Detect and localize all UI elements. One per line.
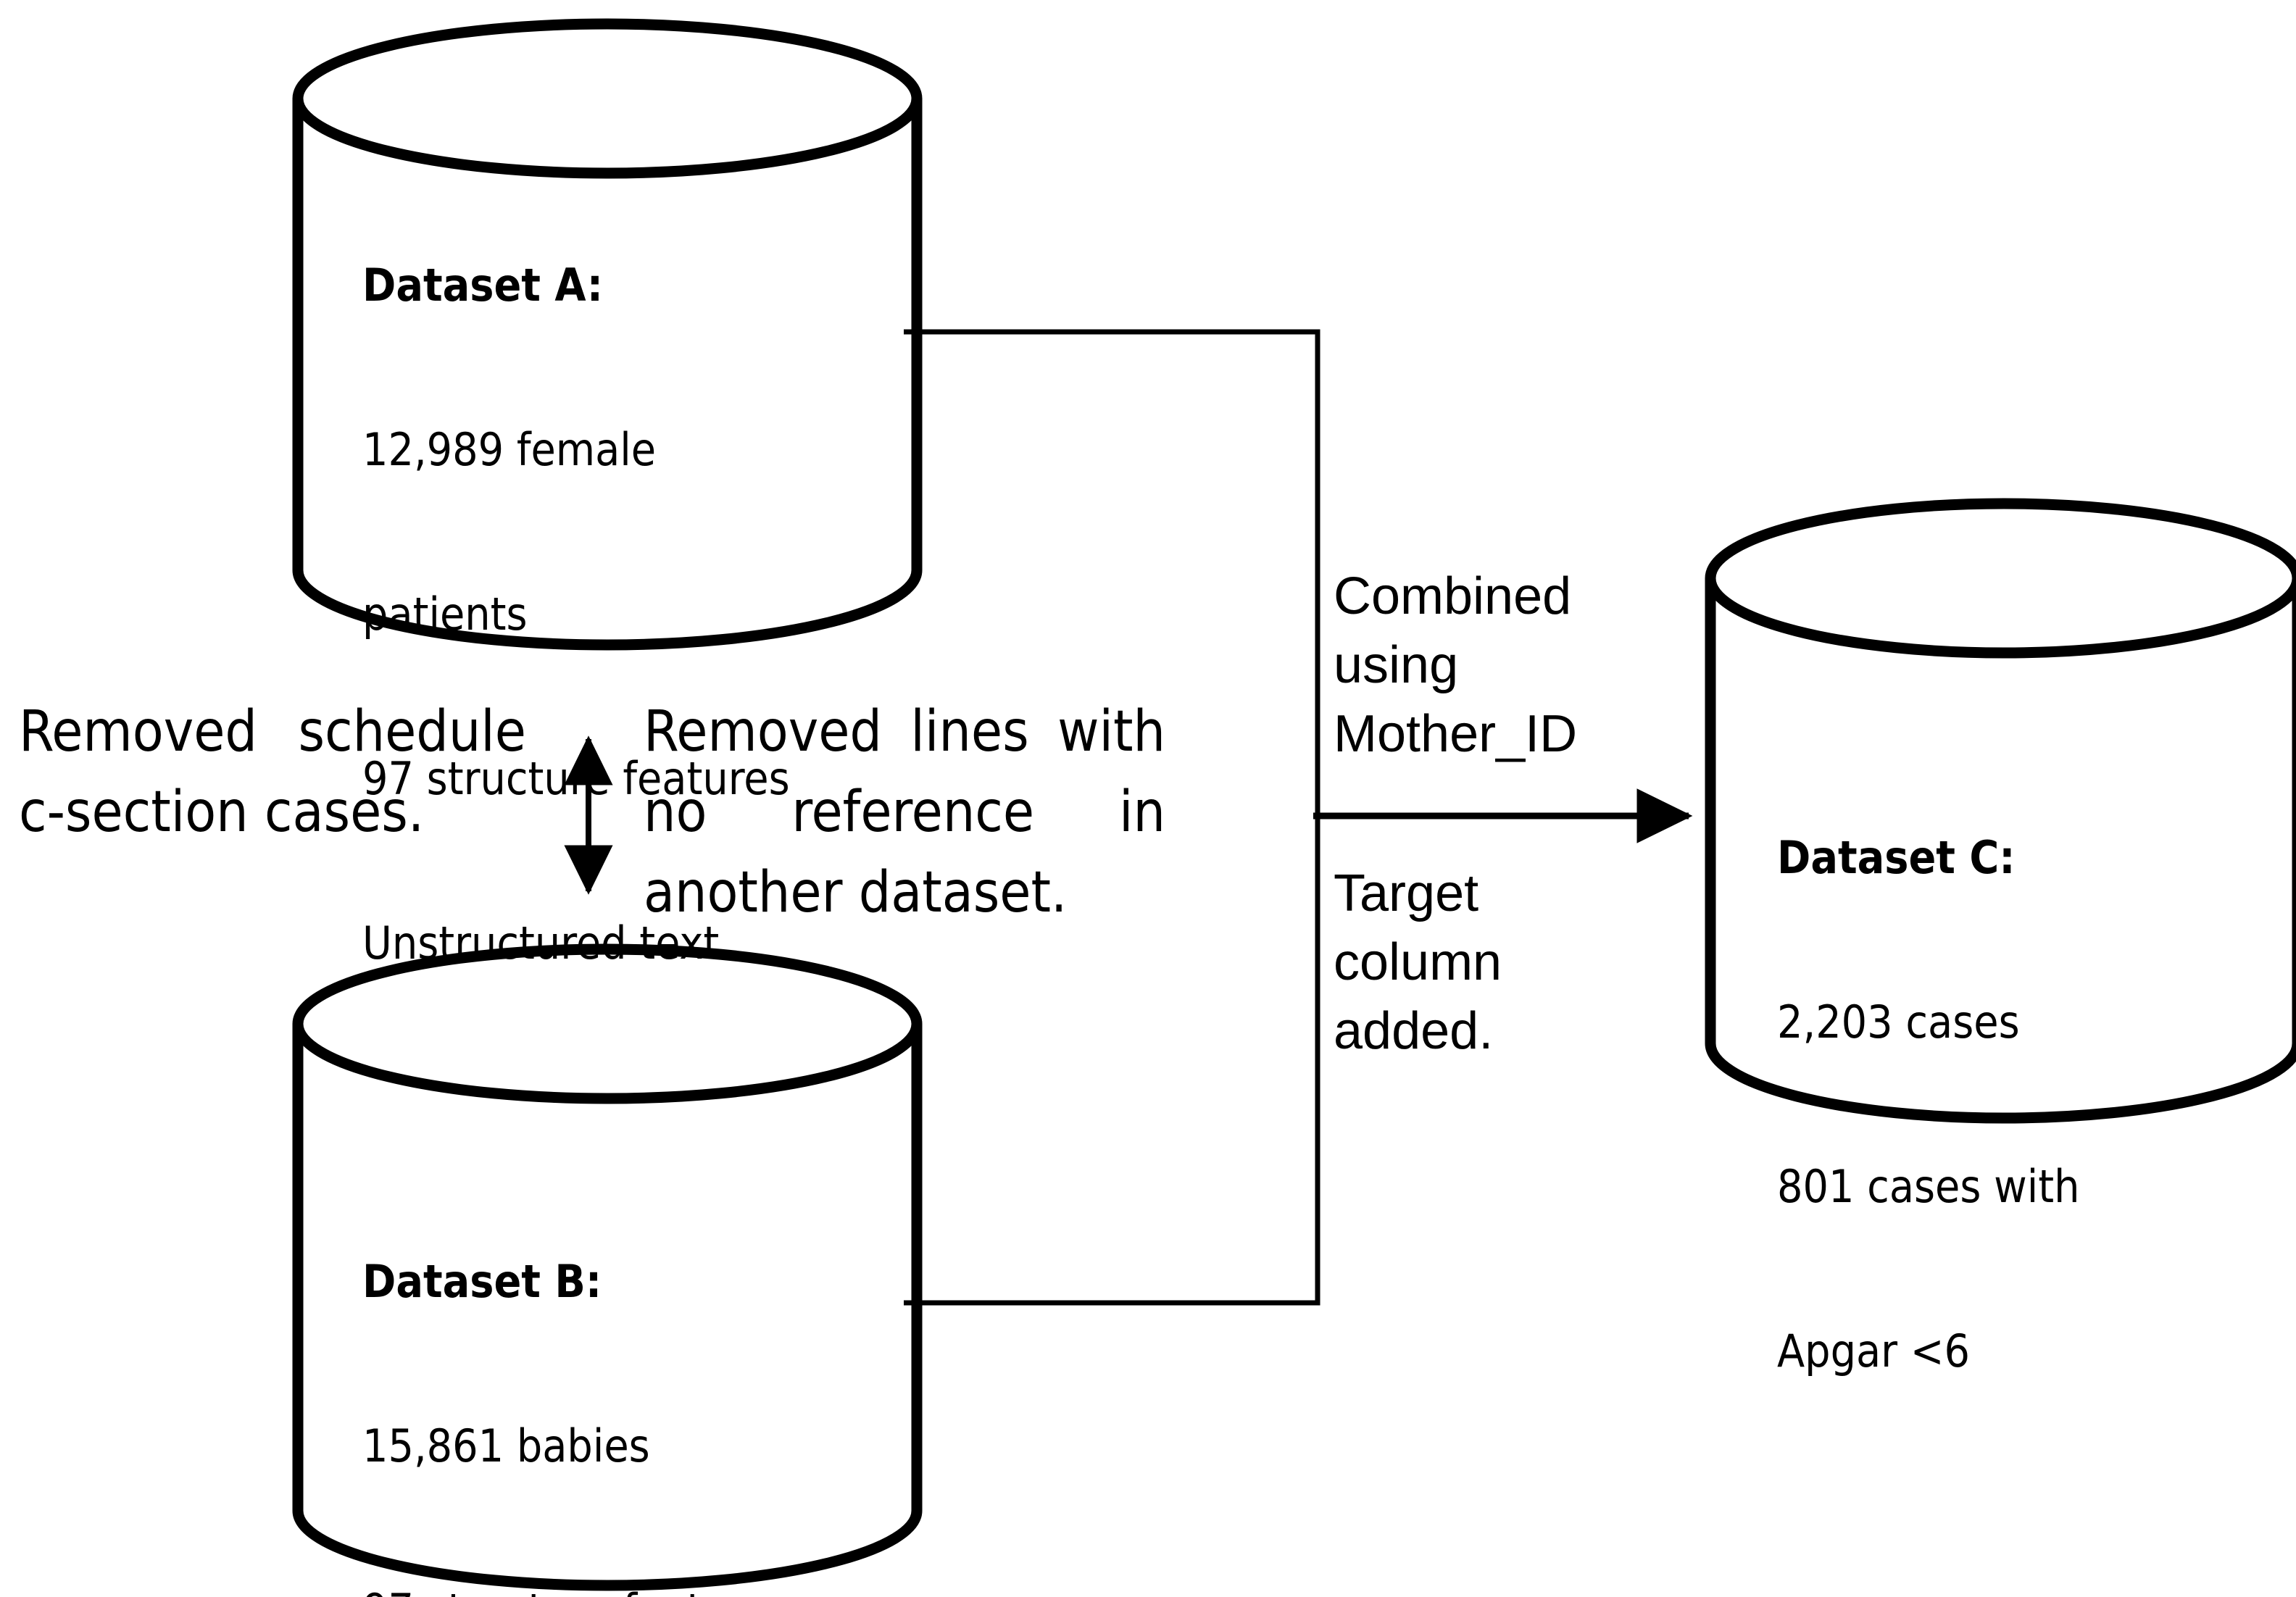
dataset-b-line-2: 97 structure features [362,1583,913,1597]
dataset-c-line-2: 801 cases with [1777,1160,2080,1213]
dataset-c-line-3: Apgar <6 [1777,1324,1971,1377]
dataset-c-label: Dataset C: 2,203 cases 801 cases with Ap… [1777,721,2284,1488]
dataset-b-cylinder-shape [292,943,923,1591]
dataset-c-cylinder-shape [1705,498,2296,1124]
dataset-a-label: Dataset A: 12,989 female patients 97 str… [362,149,913,1080]
merge-annotation: Combined using Mother_ID [1334,567,1578,764]
dataset-a-line-1: 12,989 female [362,423,657,477]
dataset-a-cylinder-shape [292,18,923,651]
dataset-b-label: Dataset B: 15,861 babies 97 structure fe… [362,1145,913,1597]
left-annotation: Removed schedule c-section cases. [19,699,526,845]
dataset-c-header: Dataset C: [1777,831,2016,885]
dataset-a-header: Dataset A: [362,259,604,312]
dataset-a-line-4: Unstructured text [362,916,720,970]
dataset-b-line-1: 15,861 babies [362,1419,650,1473]
target-column-annotation: Target column added. [1334,864,1502,1061]
center-annotation: Removed lines with no reference in anoth… [644,699,1165,925]
dataset-c-line-1: 2,203 cases [1777,996,2020,1049]
dataset-a-line-3: 97 structure features [362,751,790,805]
dataset-b-header: Dataset B: [362,1255,602,1309]
dataset-a-line-2: patients [362,588,528,641]
